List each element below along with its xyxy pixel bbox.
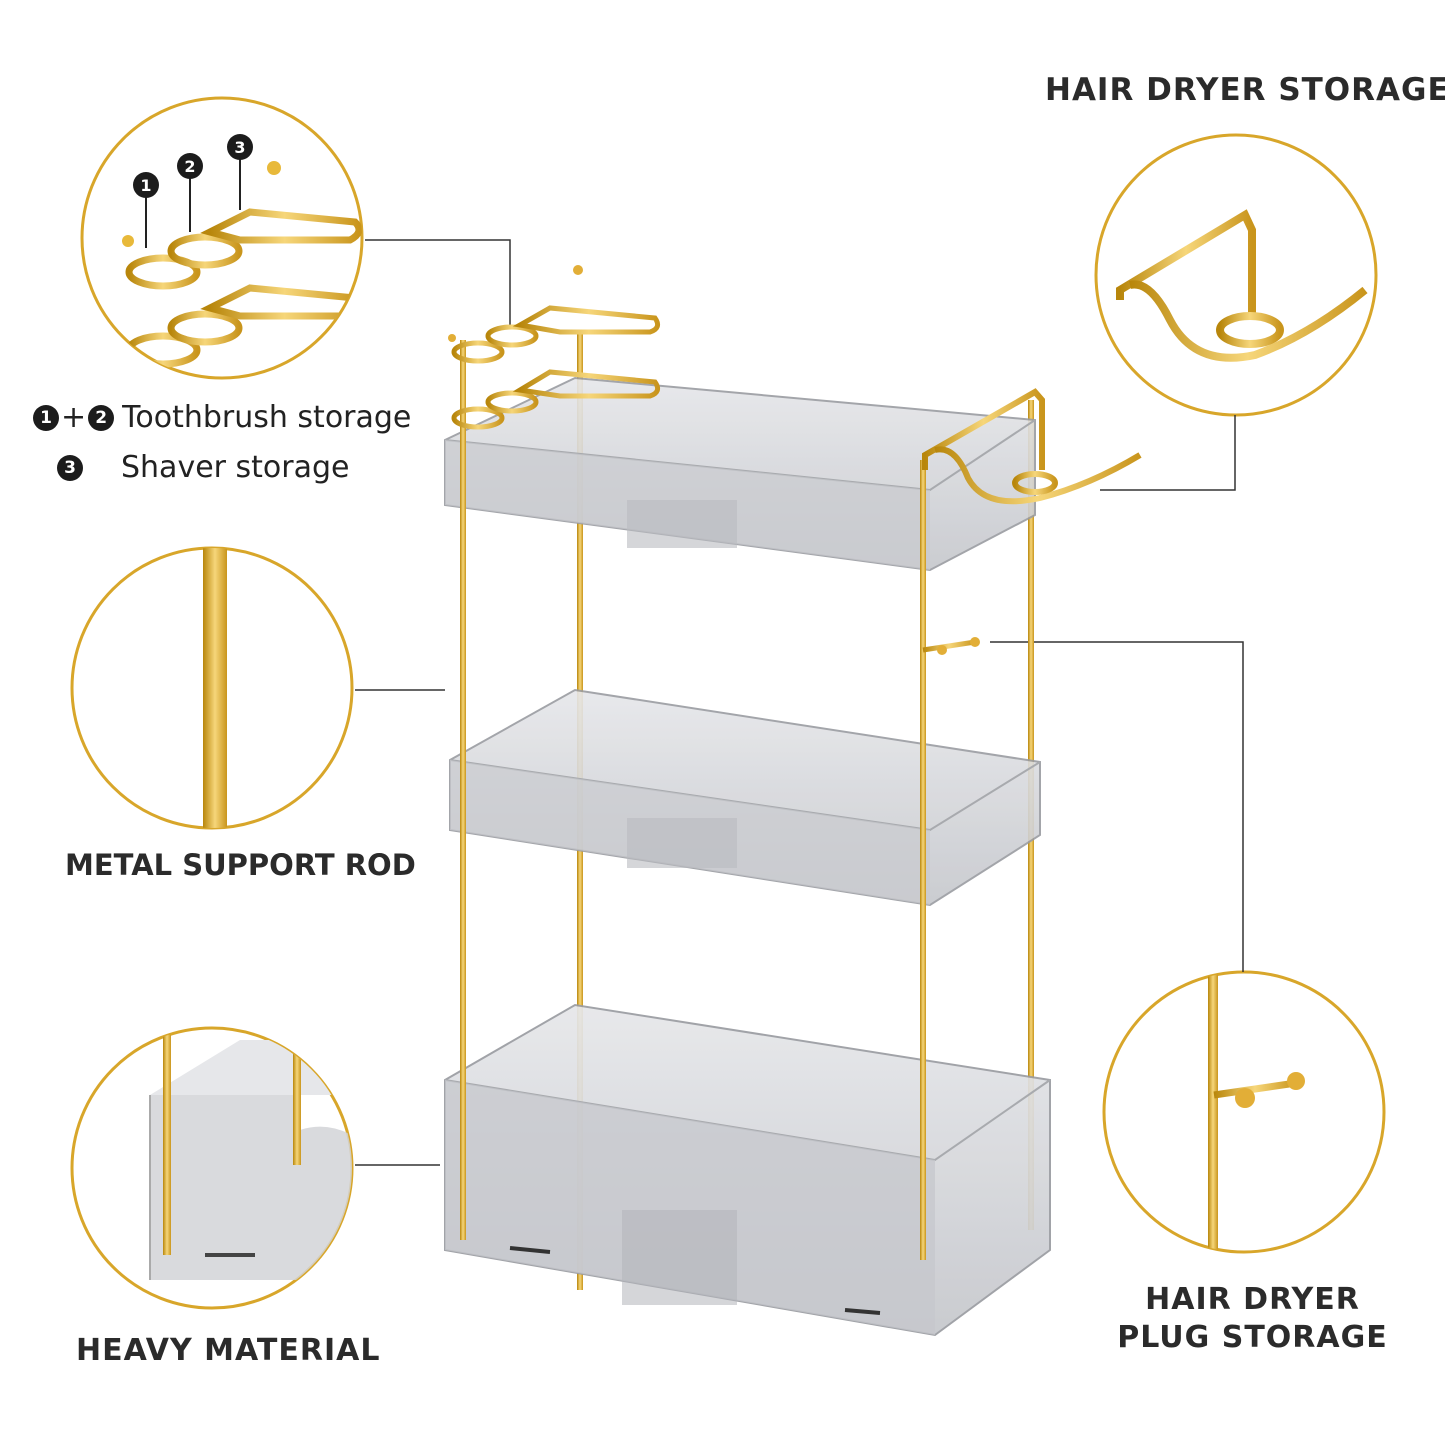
number-marker-2: 2	[177, 153, 203, 232]
detail-circle-rod	[70, 546, 354, 830]
dryer-holder	[922, 388, 1142, 505]
bullet-2: 2	[88, 404, 115, 431]
number-marker-3: 3	[227, 134, 253, 210]
caption-plug-line1: HAIR DRYER	[1145, 1282, 1360, 1317]
rod-closeup	[203, 548, 227, 828]
plus-sign: +	[61, 400, 87, 435]
plug-hook	[922, 637, 980, 655]
legend-shaver: 3 Shaver storage	[57, 450, 350, 485]
caption-heavy-material: HEAVY MATERIAL	[76, 1333, 381, 1368]
number-marker-1: 1	[133, 172, 159, 248]
bullet-1: 1	[33, 404, 59, 431]
middle-tray	[449, 688, 1041, 907]
top-tray	[444, 376, 1036, 572]
callout-lines	[355, 239, 1244, 1166]
bullet-3: 3	[57, 454, 83, 481]
svg-text:1: 1	[140, 176, 151, 195]
detail-circle-dryer-holder	[1094, 133, 1378, 417]
detail-circle-holders: 1 2 3	[80, 96, 364, 380]
svg-text:2: 2	[184, 157, 195, 176]
svg-text:3: 3	[234, 138, 245, 157]
caption-hair-dryer-storage: HAIR DRYER STORAGE	[1045, 72, 1445, 108]
holder-rings	[448, 265, 661, 430]
caption-metal-support-rod: METAL SUPPORT ROD	[65, 848, 416, 882]
detail-circle-plug-hook	[1102, 970, 1386, 1254]
bottom-tray	[444, 1003, 1051, 1337]
caption-hair-dryer-plug-storage: HAIR DRYER PLUG STORAGE	[1105, 1281, 1400, 1357]
shaver-label: Shaver storage	[121, 450, 350, 485]
toothbrush-label: Toothbrush storage	[122, 400, 412, 435]
detail-circle-material	[70, 1026, 354, 1310]
legend-toothbrush: 1 + 2 Toothbrush storage	[33, 400, 411, 435]
caption-plug-line2: PLUG STORAGE	[1117, 1320, 1388, 1355]
organizer-product	[444, 265, 1142, 1337]
